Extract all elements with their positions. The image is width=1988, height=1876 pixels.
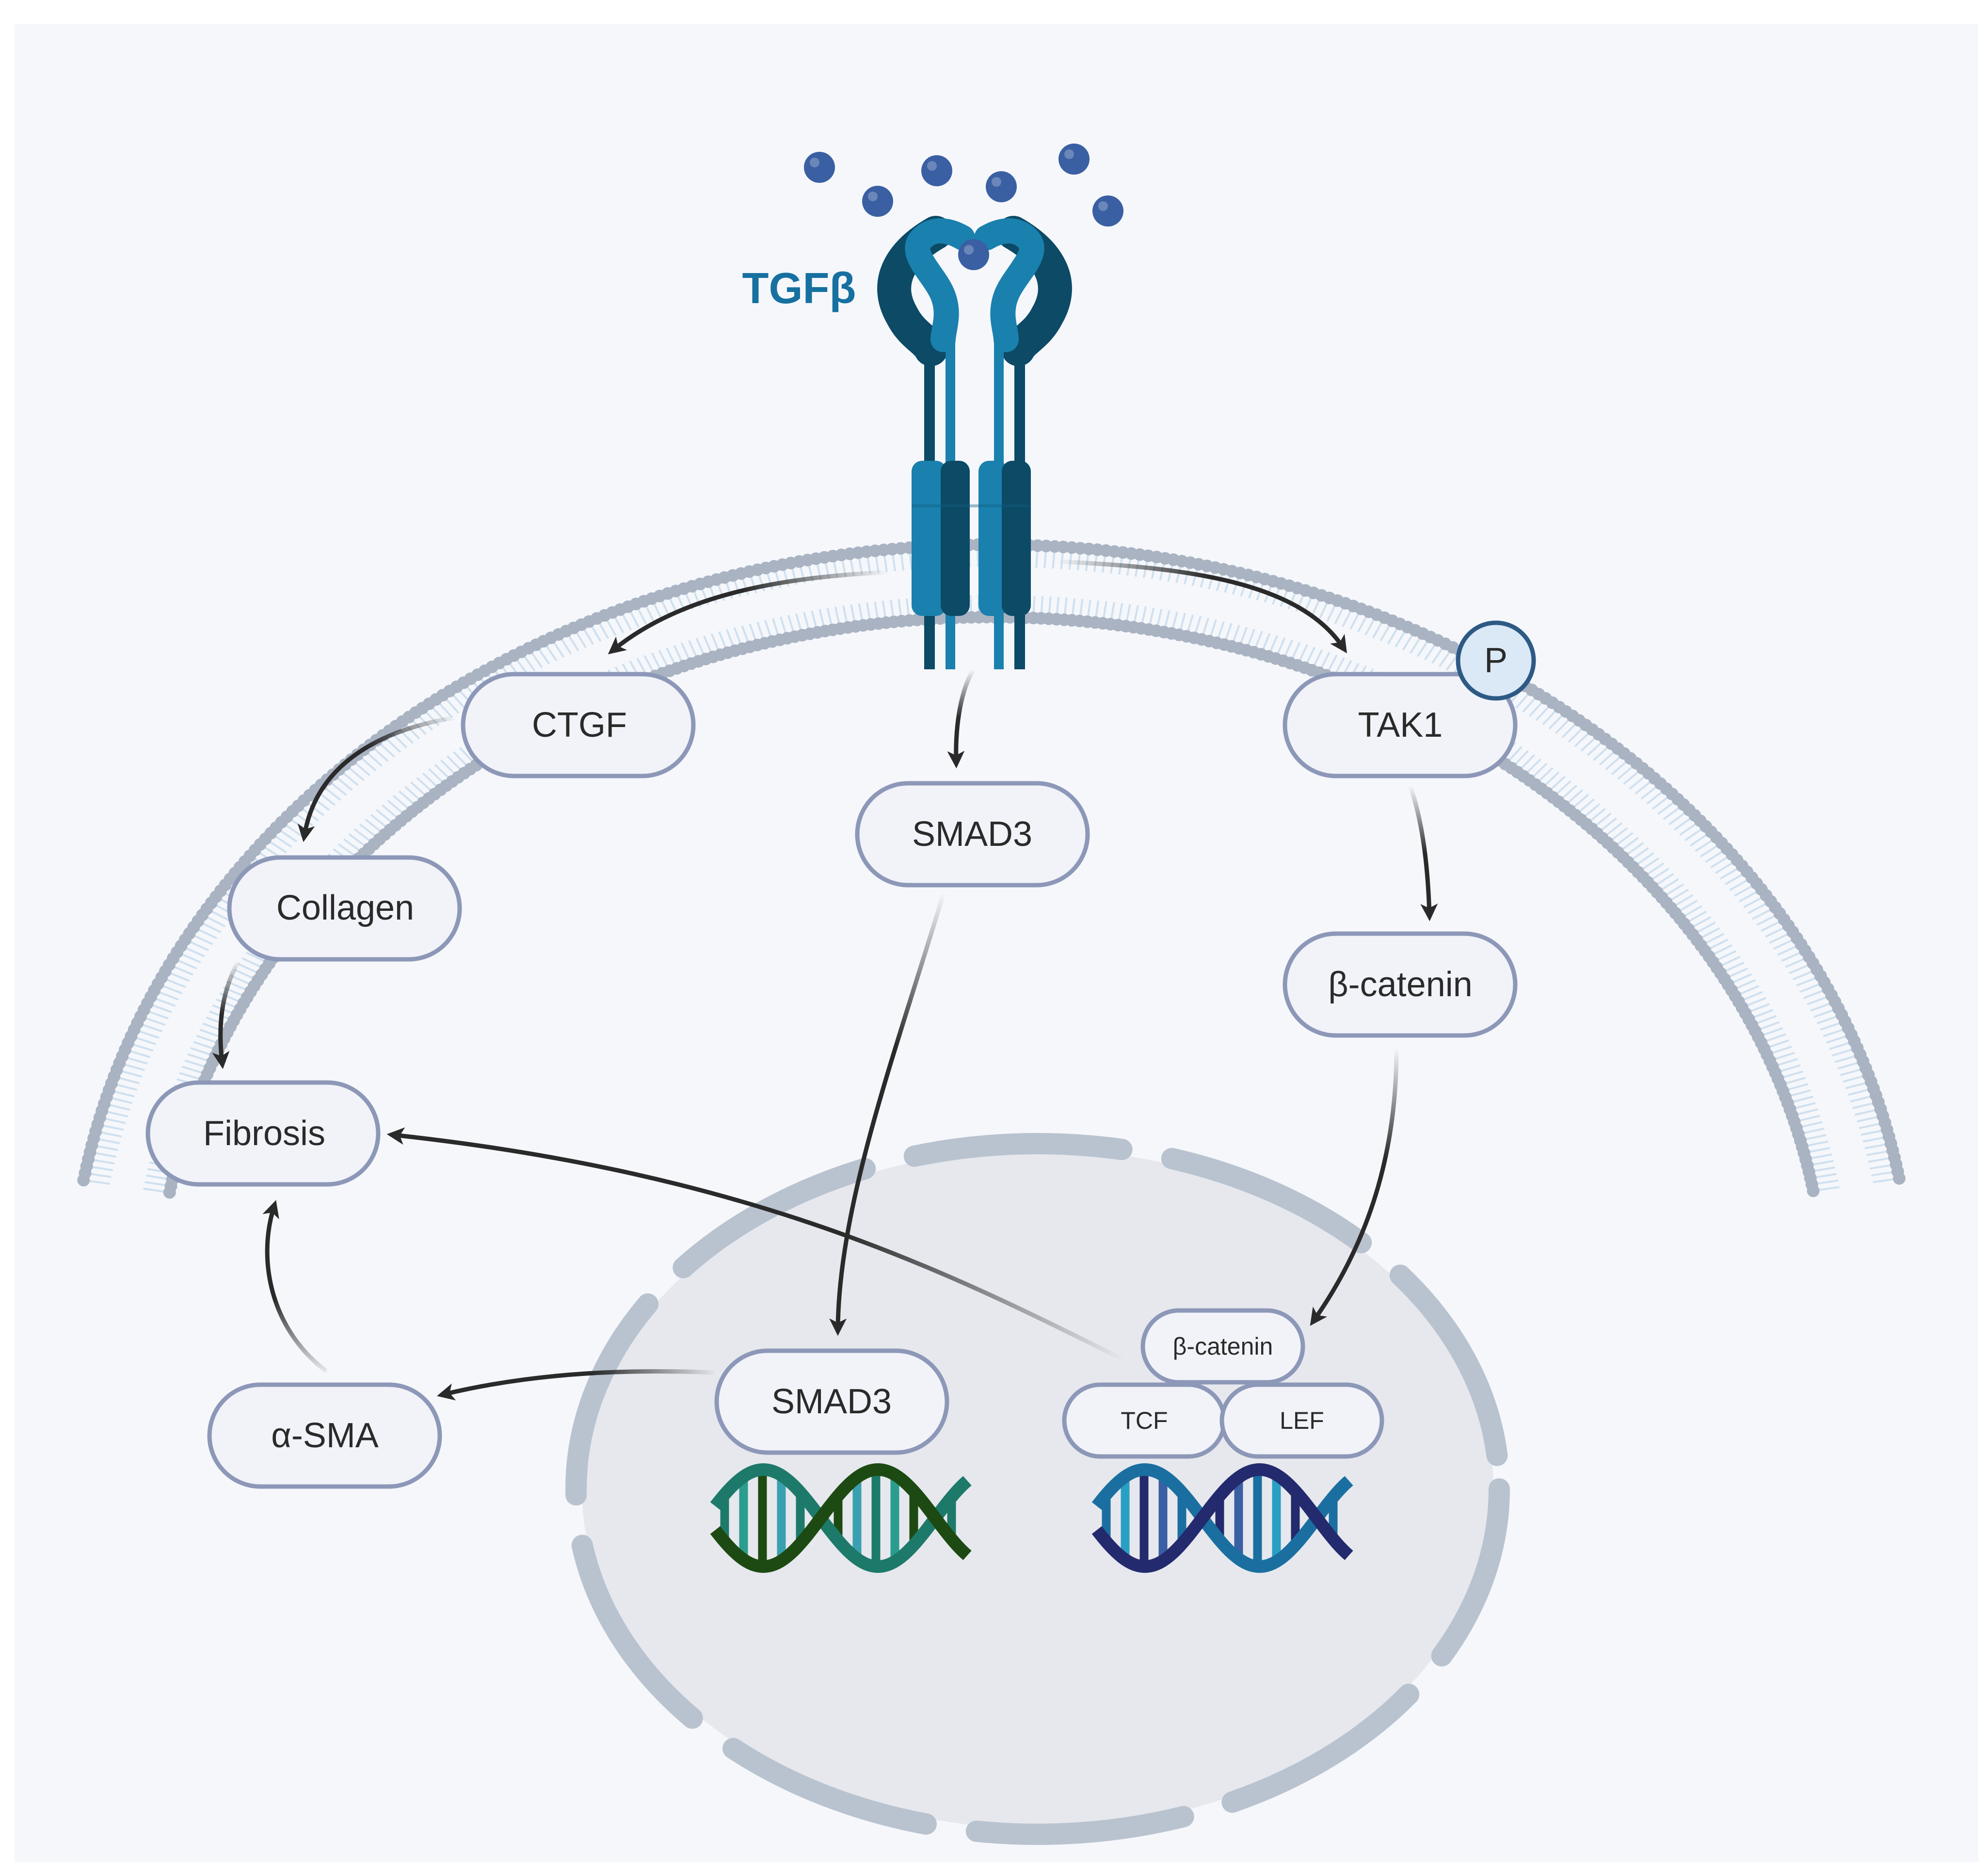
- node-ctgf-label: CTGF: [532, 706, 627, 744]
- node-lef: LEF: [1222, 1385, 1382, 1456]
- ligand-label: TGFβ: [742, 264, 856, 313]
- ligand-molecule-icon: [958, 239, 989, 270]
- node-lef-label: LEF: [1280, 1407, 1324, 1434]
- node-alpha-sma: α-SMA: [209, 1385, 440, 1487]
- node-smad3-cytoplasm: SMAD3: [857, 783, 1088, 885]
- node-alpha-sma-label: α-SMA: [271, 1416, 379, 1455]
- node-fibrosis-label: Fibrosis: [203, 1114, 325, 1153]
- ligand-molecule-icon: [986, 171, 1017, 202]
- node-collagen: Collagen: [229, 857, 460, 959]
- ligand-molecule-icon: [1058, 144, 1090, 175]
- node-fibrosis: Fibrosis: [148, 1083, 378, 1184]
- node-smad3-cytoplasm-label: SMAD3: [912, 815, 1032, 854]
- ligand-molecule-icon: [1092, 195, 1123, 226]
- node-ctgf: CTGF: [463, 674, 693, 776]
- node-beta-catenin-cytoplasm-label: β-catenin: [1328, 965, 1473, 1004]
- node-tcf: TCF: [1064, 1385, 1224, 1456]
- node-smad3-nucleus-label: SMAD3: [771, 1382, 892, 1421]
- node-beta-catenin-nucleus-label: β-catenin: [1173, 1333, 1273, 1360]
- node-beta-catenin-cytoplasm: β-catenin: [1285, 934, 1515, 1035]
- node-beta-catenin-nucleus: β-catenin: [1143, 1310, 1303, 1382]
- node-collagen-label: Collagen: [276, 889, 414, 927]
- ligand-molecule-icon: [862, 186, 893, 217]
- phospho-badge: P: [1458, 623, 1534, 698]
- node-smad3-nucleus: SMAD3: [717, 1351, 947, 1453]
- ligand-molecule-icon: [921, 155, 952, 186]
- node-tak1-label: TAK1: [1358, 706, 1443, 744]
- ligand-molecule-icon: [804, 152, 835, 183]
- node-tcf-label: TCF: [1121, 1407, 1168, 1434]
- phospho-label: P: [1484, 641, 1507, 680]
